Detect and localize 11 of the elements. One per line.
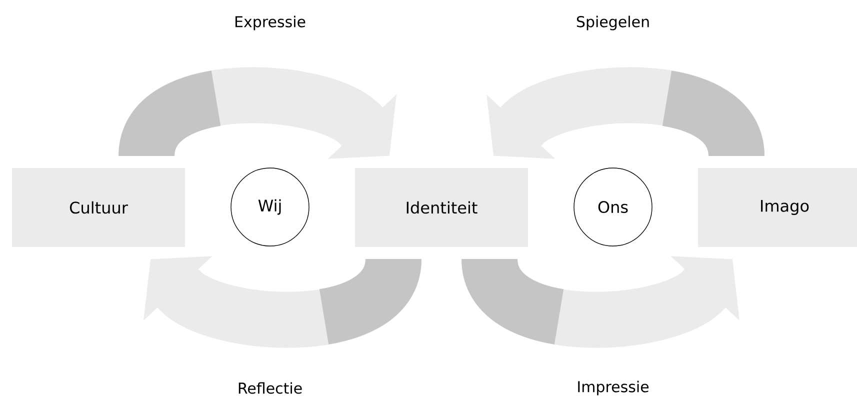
process-box: Cultuur [12, 168, 185, 247]
process-box: Imago [698, 168, 857, 247]
curved-arrow [118, 67, 397, 162]
edge-label: Spiegelen [576, 16, 649, 30]
curved-arrow [144, 254, 422, 348]
edge-label: Impressie [578, 380, 649, 396]
edge-label: Reflectie [238, 382, 302, 394]
process-box: Identiteit [355, 168, 528, 247]
edge-label: Expressie [236, 16, 306, 30]
circle-node: Ons [574, 168, 652, 246]
circle-node: Wij [230, 168, 310, 246]
